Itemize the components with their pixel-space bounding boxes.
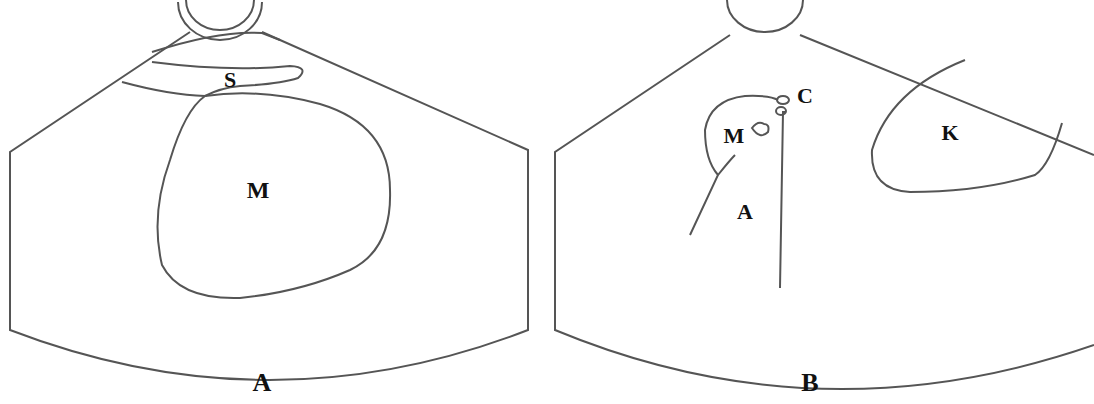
panel-label: B xyxy=(801,370,818,396)
vessel-outline xyxy=(718,155,735,175)
vessel-circle xyxy=(777,96,789,104)
near-field-line xyxy=(152,33,280,52)
spleen-outline xyxy=(122,62,303,96)
lesion-outline xyxy=(752,123,769,136)
panel-label: A xyxy=(253,370,272,396)
kidney-outline xyxy=(872,60,1062,192)
part-label: C xyxy=(797,85,813,107)
transducer-arc xyxy=(186,0,254,30)
scan-sector xyxy=(10,32,528,380)
vessel-circle xyxy=(776,107,786,115)
part-label: A xyxy=(737,201,753,223)
part-label: M xyxy=(724,125,745,147)
transducer-arc xyxy=(727,0,803,32)
part-label: S xyxy=(224,69,236,91)
mass-outline xyxy=(158,93,391,298)
part-label: K xyxy=(941,122,958,144)
scan-sector xyxy=(555,35,1094,389)
part-label: M xyxy=(247,178,270,202)
vessel-outline xyxy=(690,96,786,288)
